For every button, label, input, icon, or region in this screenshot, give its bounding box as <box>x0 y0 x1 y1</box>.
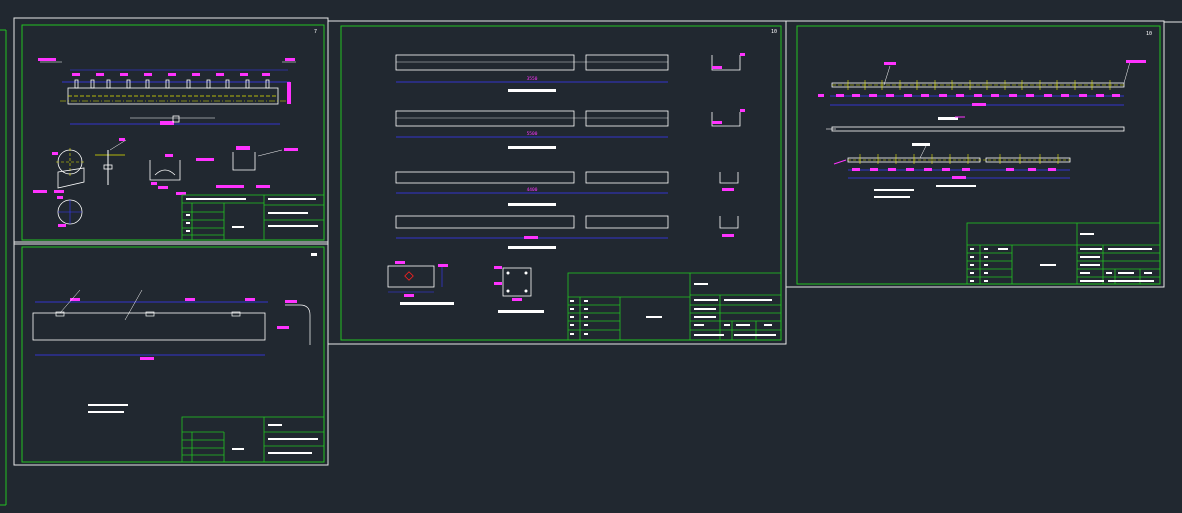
drawing-sheet-4[interactable]: 10 <box>785 20 1165 288</box>
sheet-2-border <box>13 241 329 466</box>
sheet-4-notes <box>874 189 914 198</box>
sheet-1-frame <box>21 24 325 241</box>
sheet-1-title-ticks <box>186 198 318 232</box>
sheet-1-title-block <box>181 194 325 241</box>
member-1-length: 3550 <box>527 76 538 82</box>
member-2: 5500 <box>395 109 745 149</box>
sheet-3-corner-label: 10 <box>771 29 777 35</box>
sheet-2-frame <box>21 246 325 463</box>
base-plate-detail-2 <box>494 266 544 313</box>
sheet-4-title-block <box>966 222 1161 285</box>
drawing-sheet-2[interactable] <box>13 241 329 466</box>
sheet-3-frame <box>340 25 782 341</box>
member-2-length: 5500 <box>527 131 538 137</box>
long-rail-2 <box>826 116 1125 132</box>
sheet-4-corner-label: 10 <box>1146 31 1152 37</box>
segmented-rail <box>833 143 1071 187</box>
drawing-sheet-3[interactable]: 10 3550 5500 440 <box>327 20 787 345</box>
member-1: 3550 <box>395 53 745 92</box>
channel-detail <box>196 146 298 188</box>
sheet-3-title-block <box>567 272 782 341</box>
member-3: 4400 <box>395 171 739 206</box>
sheet-4-title-ticks <box>970 233 1154 282</box>
plate-lugs <box>74 79 270 89</box>
sheet-4-border <box>785 20 1165 288</box>
plate-top-dims <box>70 69 288 76</box>
flange-detail <box>52 148 85 193</box>
partial-sheet-left <box>0 29 7 506</box>
sheet-2-title-block <box>181 416 325 463</box>
clamp-detail <box>149 154 186 195</box>
bolt-detail <box>95 138 127 185</box>
long-beam-elevation <box>32 289 311 360</box>
sheet-2-notes <box>88 404 128 413</box>
sheet-1-corner-label: 7 <box>314 29 317 35</box>
round-bar-detail <box>33 190 83 227</box>
base-plate-detail-1 <box>387 261 454 305</box>
long-rail-1 <box>818 60 1146 106</box>
sheet-2-title-ticks <box>232 424 318 454</box>
sheet-3-title-ticks <box>570 283 776 336</box>
member-3-length: 4400 <box>527 187 538 193</box>
drawing-sheet-1[interactable]: 7 <box>13 17 329 245</box>
member-4 <box>395 215 739 249</box>
plate-elevation <box>38 58 296 125</box>
